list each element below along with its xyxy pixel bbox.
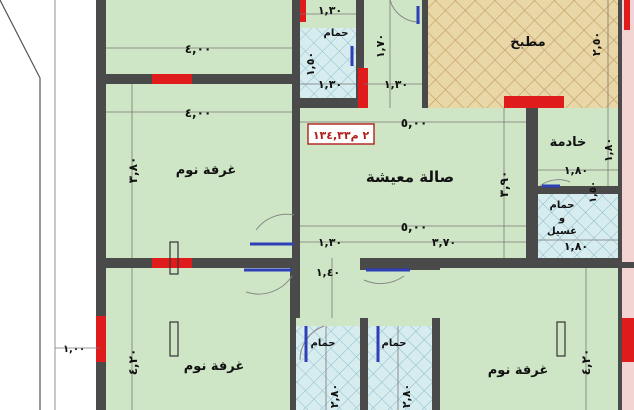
dim-living-w-bottom: ٥,٠٠ — [401, 220, 428, 234]
window-kitchen — [504, 96, 564, 108]
room-top-left — [106, 0, 292, 74]
dim-bath-bottom-h1: ٢,٨٠ — [328, 384, 341, 408]
room-corridor — [300, 258, 360, 318]
window-right-ext — [622, 318, 634, 362]
label-maid: خادمة — [550, 135, 587, 150]
site-boundary — [0, 0, 41, 410]
area-box — [307, 123, 375, 145]
room-bedroom-bottom-right — [440, 268, 618, 410]
dim-outer: ١,٠٠ — [63, 344, 85, 355]
dim-corridor-h: ١,٤٠ — [316, 266, 340, 279]
room-bath-top — [300, 28, 356, 98]
label-laundry-2: و — [558, 213, 565, 224]
room-kitchen — [428, 0, 618, 108]
dim-bath-top-h: ١,٥٠ — [304, 52, 317, 76]
label-bedroom-bottom-right: غرفة نوم — [488, 363, 548, 378]
dim-living-h: ٣,٩٠ — [497, 171, 511, 198]
room-maid — [538, 108, 618, 186]
dim-bedroom-width: ٤,٠٠ — [185, 106, 212, 120]
label-laundry-1: حمام — [550, 200, 575, 211]
dim-corridor-w1: ١,٣٠ — [318, 236, 342, 249]
dimension-lines — [55, 0, 618, 410]
dim-corridor-w2: ٣,٧٠ — [432, 236, 456, 249]
window-hall — [358, 68, 368, 108]
door-leaves — [244, 6, 560, 362]
dim-maid-h: ١,٨٠ — [602, 138, 615, 162]
dim-bath-bottom-h2: ٢,٨٠ — [400, 384, 413, 408]
label-bath-bottom-right: حمام — [382, 338, 407, 349]
room-corridor-2 — [360, 270, 440, 318]
dim-bottom-left-h: ٤,٢٠ — [126, 349, 140, 376]
room-bedroom-left — [106, 84, 292, 258]
label-living: صالة معيشة — [366, 168, 454, 186]
label-bath-top: حمام — [324, 28, 349, 39]
dim-kitchen-h: ٢,٥٠ — [590, 32, 603, 56]
dim-maid-w: ١,٨٠ — [564, 164, 588, 177]
window-left-ext — [96, 316, 106, 362]
label-bedroom-bottom-left: غرفة نوم — [184, 359, 244, 374]
dim-hall-h: ١,٧٠ — [374, 34, 387, 58]
window-right-top — [624, 0, 630, 30]
window-bedroom-bottom — [152, 258, 192, 268]
dim-top-left-room-width: ٤,٠٠ — [185, 42, 212, 56]
dim-living-w-top: ٥,٠٠ — [401, 116, 428, 130]
dim-laundry-h: ١,٥٠ — [588, 181, 599, 203]
room-right-strip — [622, 0, 634, 262]
area-label: ٢ م١٣٤,٣٣ — [313, 129, 370, 142]
window-top-strip — [300, 0, 306, 22]
dim-bedroom-height: ٣,٨٠ — [126, 157, 140, 184]
room-bedroom-bottom-left — [106, 268, 290, 410]
label-laundry-3: غسيل — [547, 226, 577, 237]
dim-bottom-right-h: ٤,٢٠ — [579, 349, 593, 376]
dim-bath-top-w: ١,٣٠ — [318, 4, 342, 17]
room-bath-bottom-top-l — [296, 318, 360, 326]
room-laundry — [538, 194, 618, 258]
wardrobe-left — [169, 241, 179, 275]
dim-hall-w: ١,٣٠ — [384, 78, 408, 91]
label-bedroom-left: غرفة نوم — [176, 163, 236, 178]
dim-bath-top-w2: ١,٣٠ — [318, 78, 342, 91]
window-top-left — [152, 74, 192, 84]
dim-laundry-w: ١,٨٠ — [564, 240, 588, 253]
wardrobe-bottom-right — [556, 321, 566, 357]
label-bath-bottom-left: حمام — [311, 338, 336, 349]
room-bath-bottom-top-r — [368, 318, 432, 326]
label-kitchen: مطبخ — [510, 35, 545, 50]
wardrobe-bottom-left — [169, 321, 179, 357]
room-hall-top — [364, 0, 422, 108]
